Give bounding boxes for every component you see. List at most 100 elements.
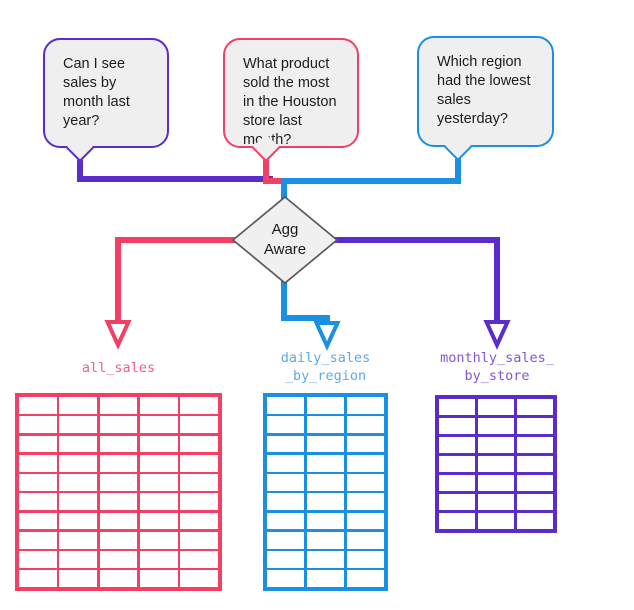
table-cell: [477, 436, 515, 454]
table-cell: [19, 454, 57, 472]
table-cell: [306, 570, 345, 587]
table-cell: [19, 493, 57, 510]
table-cell: [99, 416, 138, 433]
table-cell: [477, 512, 515, 529]
table-cell: [267, 531, 305, 549]
table-cell: [306, 512, 345, 530]
speech-bubble-q1: Can I see sales by month last year?: [43, 38, 169, 148]
table-cell: [180, 435, 218, 453]
table-cell: [346, 435, 384, 453]
table-cell: [180, 474, 218, 491]
table-cell: [99, 474, 138, 491]
table-cell: [306, 454, 345, 472]
connector-out-pink: [115, 237, 240, 321]
table-cell: [139, 551, 178, 568]
table-cell: [59, 454, 98, 472]
table-cell: [99, 493, 138, 510]
table-cell: [346, 474, 384, 491]
table-cell: [139, 493, 178, 510]
connector-q3-feed: [281, 150, 461, 199]
table-label-all-sales: all_sales: [81, 360, 156, 376]
table-cell: [19, 512, 57, 530]
table-cell: [439, 512, 476, 529]
table-cell: [180, 493, 218, 510]
table-cell: [59, 416, 98, 433]
table-grid-monthly-sales-by-store: [435, 395, 557, 533]
table-cell: [346, 397, 384, 414]
table-cell: [346, 531, 384, 549]
table-cell: [267, 551, 305, 568]
table-cell: [267, 570, 305, 587]
table-cell: [346, 551, 384, 568]
speech-bubble-q3: Which region had the lowest sales yester…: [417, 36, 554, 147]
table-cell: [306, 474, 345, 491]
table-cell: [99, 551, 138, 568]
table-cell: [139, 512, 178, 530]
table-cell: [180, 397, 218, 414]
table-cell: [180, 551, 218, 568]
table-label-monthly-sales-by-store: monthly_sales_ by_store: [440, 350, 554, 384]
table-cell: [267, 512, 305, 530]
table-cell: [477, 399, 515, 416]
table-cell: [306, 493, 345, 510]
table-cell: [477, 455, 515, 473]
table-cell: [19, 474, 57, 491]
table-cell: [99, 512, 138, 530]
table-cell: [99, 531, 138, 549]
arrowhead-purple-icon: [483, 320, 511, 350]
table-cell: [139, 531, 178, 549]
table-cell: [99, 454, 138, 472]
table-cell: [139, 416, 178, 433]
table-cell: [99, 570, 138, 587]
agg-aware-label: Agg Aware: [263, 221, 307, 258]
table-cell: [19, 551, 57, 568]
table-cell: [477, 417, 515, 435]
connector-out-blue: [281, 278, 330, 322]
table-cell: [516, 474, 553, 492]
table-cell: [439, 474, 476, 492]
speech-bubble-q2: What product sold the most in the Housto…: [223, 38, 359, 148]
table-cell: [306, 416, 345, 433]
table-cell: [516, 399, 553, 416]
table-cell: [267, 454, 305, 472]
table-cell: [477, 493, 515, 511]
table-cell: [99, 435, 138, 453]
table-cell: [59, 493, 98, 510]
table-cell: [19, 531, 57, 549]
table-cell: [346, 493, 384, 510]
table-cell: [19, 416, 57, 433]
connector-out-purple: [332, 237, 500, 321]
table-cell: [346, 512, 384, 530]
table-cell: [439, 417, 476, 435]
table-cell: [139, 397, 178, 414]
table-cell: [59, 570, 98, 587]
table-cell: [439, 399, 476, 416]
table-cell: [59, 435, 98, 453]
table-cell: [306, 397, 345, 414]
table-cell: [516, 493, 553, 511]
table-cell: [180, 531, 218, 549]
table-cell: [180, 570, 218, 587]
agg-aware-diamond: [231, 195, 339, 285]
connector-q1-feed: [77, 150, 273, 182]
table-cell: [516, 455, 553, 473]
table-cell: [180, 454, 218, 472]
table-cell: [516, 512, 553, 529]
table-cell: [267, 474, 305, 491]
table-cell: [346, 570, 384, 587]
table-cell: [59, 512, 98, 530]
table-cell: [139, 454, 178, 472]
table-cell: [306, 435, 345, 453]
table-cell: [59, 397, 98, 414]
table-cell: [439, 436, 476, 454]
table-cell: [477, 474, 515, 492]
table-cell: [267, 397, 305, 414]
table-cell: [180, 416, 218, 433]
table-cell: [59, 531, 98, 549]
table-cell: [59, 474, 98, 491]
table-cell: [267, 416, 305, 433]
table-cell: [439, 493, 476, 511]
table-cell: [267, 435, 305, 453]
